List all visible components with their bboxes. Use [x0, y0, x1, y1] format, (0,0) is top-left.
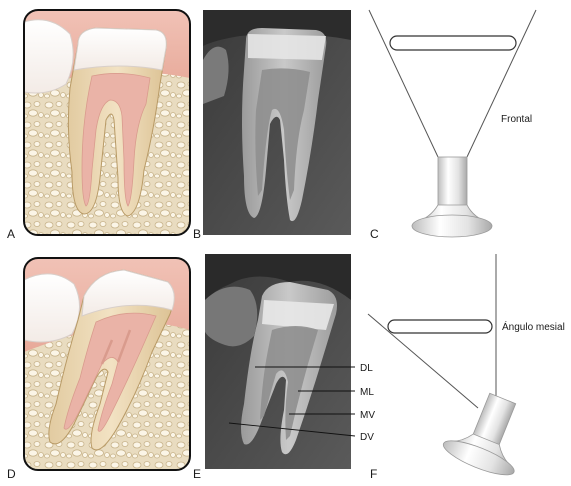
panel-d-tooth-illustration [24, 258, 190, 470]
film-sensor-f [388, 320, 492, 333]
panel-letter-c: C [370, 227, 379, 241]
panel-b-radiograph [203, 10, 351, 235]
panel-letter-e: E [193, 467, 201, 481]
canal-label-mv: MV [360, 410, 375, 421]
panel-e-radiograph [205, 254, 351, 469]
canal-label-ml: ML [360, 387, 374, 398]
panel-letter-a: A [7, 227, 15, 241]
xray-tube-c [412, 157, 492, 237]
panel-letter-d: D [7, 467, 16, 481]
panel-letter-f: F [370, 467, 377, 481]
panel-f-mesial-projection: Ángulo mesial [368, 254, 565, 481]
frontal-label: Frontal [501, 114, 532, 125]
film-sensor-c [390, 36, 516, 50]
canal-label-dv: DV [360, 432, 374, 443]
mesial-angle-label: Ángulo mesial [502, 320, 565, 333]
panel-c-frontal-projection: Frontal [369, 10, 536, 237]
canal-label-dl: DL [360, 363, 373, 374]
panel-a-tooth-illustration [24, 10, 190, 235]
xray-tube-f [440, 384, 538, 481]
panel-letter-b: B [193, 227, 201, 241]
